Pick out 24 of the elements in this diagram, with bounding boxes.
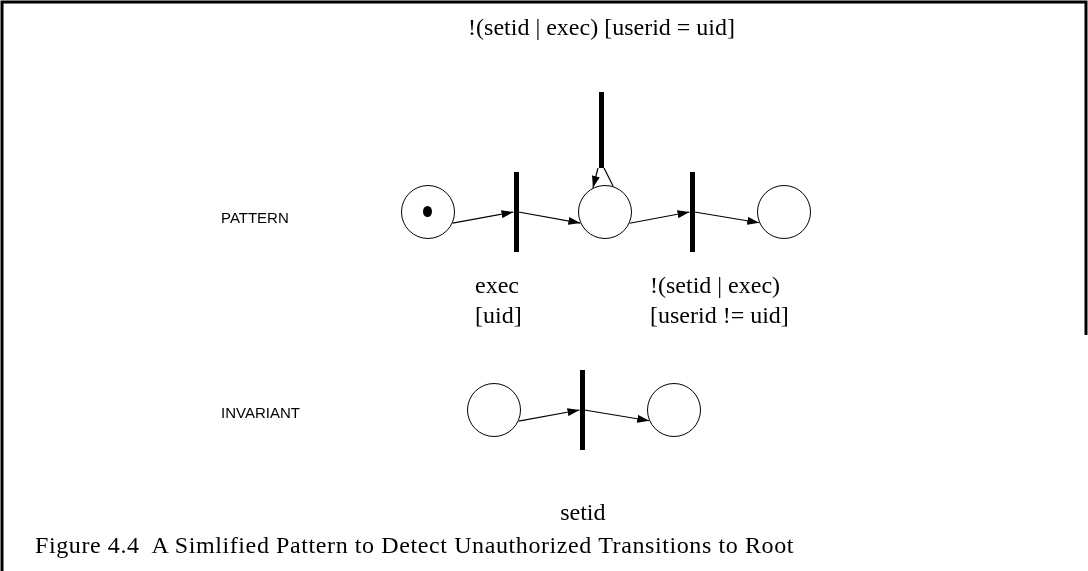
place-circle [467, 383, 521, 437]
section-label: INVARIANT [221, 404, 300, 421]
place-circle [401, 185, 455, 239]
transition-label: !(setid | exec) [userid != uid] [650, 271, 790, 330]
arrow [451, 210, 515, 224]
arrow [693, 211, 760, 225]
arrow [517, 211, 581, 225]
connector-line [603, 167, 614, 187]
transition-bar [689, 172, 695, 252]
transition-bar [598, 92, 604, 168]
transition-bar [579, 370, 585, 450]
place-circle [578, 185, 632, 239]
transition-bar [513, 172, 519, 252]
arrow [583, 409, 650, 423]
arrow [592, 167, 600, 189]
section-label: PATTERN [221, 209, 289, 226]
transition-label: exec [uid] [475, 271, 523, 330]
transition-label: setid [559, 498, 607, 527]
place-circle [757, 185, 811, 239]
figure-caption: Figure 4.4 A Simlified Pattern to Detect Unauthorized Transitions to Root [35, 531, 795, 560]
arrow [628, 210, 691, 224]
transition-label: !(setid | exec) [userid = uid] [467, 13, 736, 42]
place-circle [647, 383, 701, 437]
arrow [518, 408, 581, 422]
